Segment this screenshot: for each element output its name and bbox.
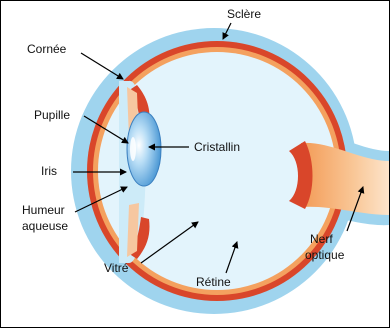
label-retine: Rétine bbox=[196, 275, 231, 289]
label-nerf-line1: Nerf bbox=[310, 232, 333, 246]
label-cornee: Cornée bbox=[27, 42, 67, 56]
arrow-cornee bbox=[81, 53, 123, 79]
label-humeur-line2: aqueuse bbox=[22, 219, 68, 233]
label-pupille: Pupille bbox=[34, 108, 70, 122]
label-humeur-line1: Humeur bbox=[22, 203, 65, 217]
label-nerf-line2: optique bbox=[305, 248, 345, 262]
label-sclere: Sclère bbox=[227, 7, 261, 21]
label-cristallin: Cristallin bbox=[194, 140, 240, 154]
label-iris: Iris bbox=[41, 164, 57, 178]
label-vitre: Vitré bbox=[104, 261, 129, 275]
pupil bbox=[130, 137, 136, 161]
